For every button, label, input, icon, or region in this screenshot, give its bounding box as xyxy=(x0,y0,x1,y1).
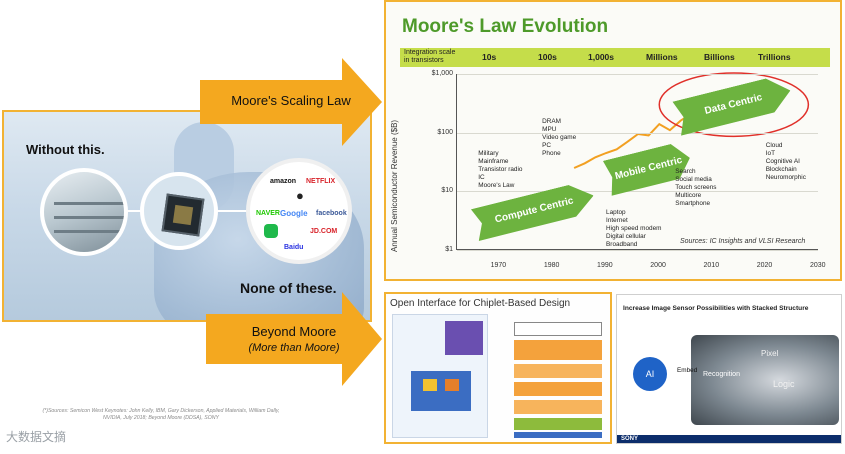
jd-logo: JD.COM xyxy=(310,228,338,235)
beyond-moore-label: Beyond Moore xyxy=(251,324,337,339)
apple-logo-icon: ● xyxy=(296,188,304,203)
x-tick-label: 2030 xyxy=(810,262,826,269)
grid-line xyxy=(457,74,818,75)
semiconductor-photo-panel: Without this. amazon NETFLIX ● NAVER Goo… xyxy=(2,110,372,322)
scale-item: 100s xyxy=(538,52,557,62)
without-this-text: Without this. xyxy=(26,142,105,157)
sony-logo: SONY xyxy=(621,436,639,442)
y-tick-label: $1,000 xyxy=(431,70,453,77)
y-tick-label: $100 xyxy=(437,128,453,136)
sensor-title: Increase Image Sensor Possibilities with… xyxy=(623,305,809,312)
y-axis-label: Annual Semiconductor Revenue ($B) xyxy=(390,119,399,252)
beyond-moore-arrow: Beyond Moore (More than Moore) xyxy=(206,292,382,386)
chiplet-block xyxy=(445,379,459,391)
embed-label: Embed xyxy=(677,367,698,374)
grid-line xyxy=(457,132,818,134)
watermark-logo: 大数据文摘 xyxy=(6,430,67,444)
era-annotation: DRAM MPU Video game PC Phone xyxy=(542,117,577,157)
x-tick-label: 2010 xyxy=(703,262,720,269)
era-annotation: Search Social media Touch screens Multic… xyxy=(675,167,717,207)
pixel-label: Pixel xyxy=(761,349,779,358)
x-tick-label: 1980 xyxy=(543,262,560,269)
y-tick-label: $10 xyxy=(441,187,453,195)
cleanroom-image xyxy=(40,168,128,256)
moore-scaling-label: Moore's Scaling Law xyxy=(231,93,351,108)
scale-item: 1,000s xyxy=(588,52,614,62)
connector-line xyxy=(126,210,144,212)
integration-scale-bar: Integration scale in transistors 10s 100… xyxy=(400,48,830,67)
none-of-these-text: None of these. xyxy=(240,280,337,296)
scale-item: Billions xyxy=(704,52,735,62)
chart-sources: Sources: IC Insights and VLSI Research xyxy=(680,238,806,245)
scale-item: 10s xyxy=(482,52,497,62)
facebook-logo: facebook xyxy=(316,210,347,217)
connector-line xyxy=(216,210,248,212)
sources-footnote: (*)Sources: Semicon West Keynotes: John … xyxy=(42,408,280,421)
image-sensor-panel: Increase Image Sensor Possibilities with… xyxy=(616,294,842,444)
x-tick-label: 1990 xyxy=(597,262,613,269)
chiplet-block xyxy=(423,379,437,391)
arrow-shape-icon xyxy=(206,292,382,386)
arrow-shape-icon xyxy=(200,58,382,146)
scale-caption: Integration scale in transistors xyxy=(404,49,456,64)
chip-image xyxy=(140,172,218,250)
era-annotation: Military Mainframe Transistor radio IC M… xyxy=(478,150,523,190)
recognition-label: Recognition xyxy=(703,371,740,378)
ai-circle: AI xyxy=(633,357,667,391)
grid-line xyxy=(457,191,818,193)
baidu-logo: Baidu xyxy=(284,244,304,251)
chiplet-diagram-image xyxy=(392,314,488,438)
scale-item: Trillions xyxy=(758,52,791,62)
stacked-sensor-image: Pixel Recognition Logic xyxy=(691,335,839,425)
x-tick-label: 2020 xyxy=(756,262,773,269)
more-than-moore-label: (More than Moore) xyxy=(248,342,340,354)
amazon-logo: amazon xyxy=(270,178,297,185)
chiplet-design-panel: Open Interface for Chiplet-Based Design xyxy=(384,292,612,444)
scale-item: Millions xyxy=(646,52,678,62)
logic-label: Logic xyxy=(773,379,795,389)
chiplet-stack-diagram xyxy=(494,318,606,442)
netflix-logo: NETFLIX xyxy=(306,178,336,185)
line-app-icon xyxy=(264,224,278,238)
x-tick-label: 2000 xyxy=(650,262,666,269)
chiplet-title: Open Interface for Chiplet-Based Design xyxy=(390,298,571,309)
x-tick-label: 1970 xyxy=(490,262,507,269)
y-tick-label: $1 xyxy=(445,246,453,253)
chiplet-block xyxy=(411,371,471,411)
naver-logo: NAVER xyxy=(256,210,280,217)
tech-logos-circle: amazon NETFLIX ● NAVER Google facebook J… xyxy=(246,158,352,264)
sony-footer-bar: SONY xyxy=(617,435,841,443)
chart-title: Moore's Law Evolution xyxy=(402,16,609,37)
chiplet-block xyxy=(445,321,483,355)
highlight-ellipse xyxy=(658,72,810,138)
era-annotation: Laptop Internet High speed modem Digital… xyxy=(606,208,662,248)
era-annotation: Cloud IoT Cognitive AI Blockchain Neurom… xyxy=(765,141,806,181)
grid-line xyxy=(457,250,818,251)
google-logo: Google xyxy=(280,209,308,218)
moore-scaling-arrow: Moore's Scaling Law xyxy=(200,58,382,146)
moore-law-chart-panel: Moore's Law Evolution Integration scale … xyxy=(384,0,842,281)
